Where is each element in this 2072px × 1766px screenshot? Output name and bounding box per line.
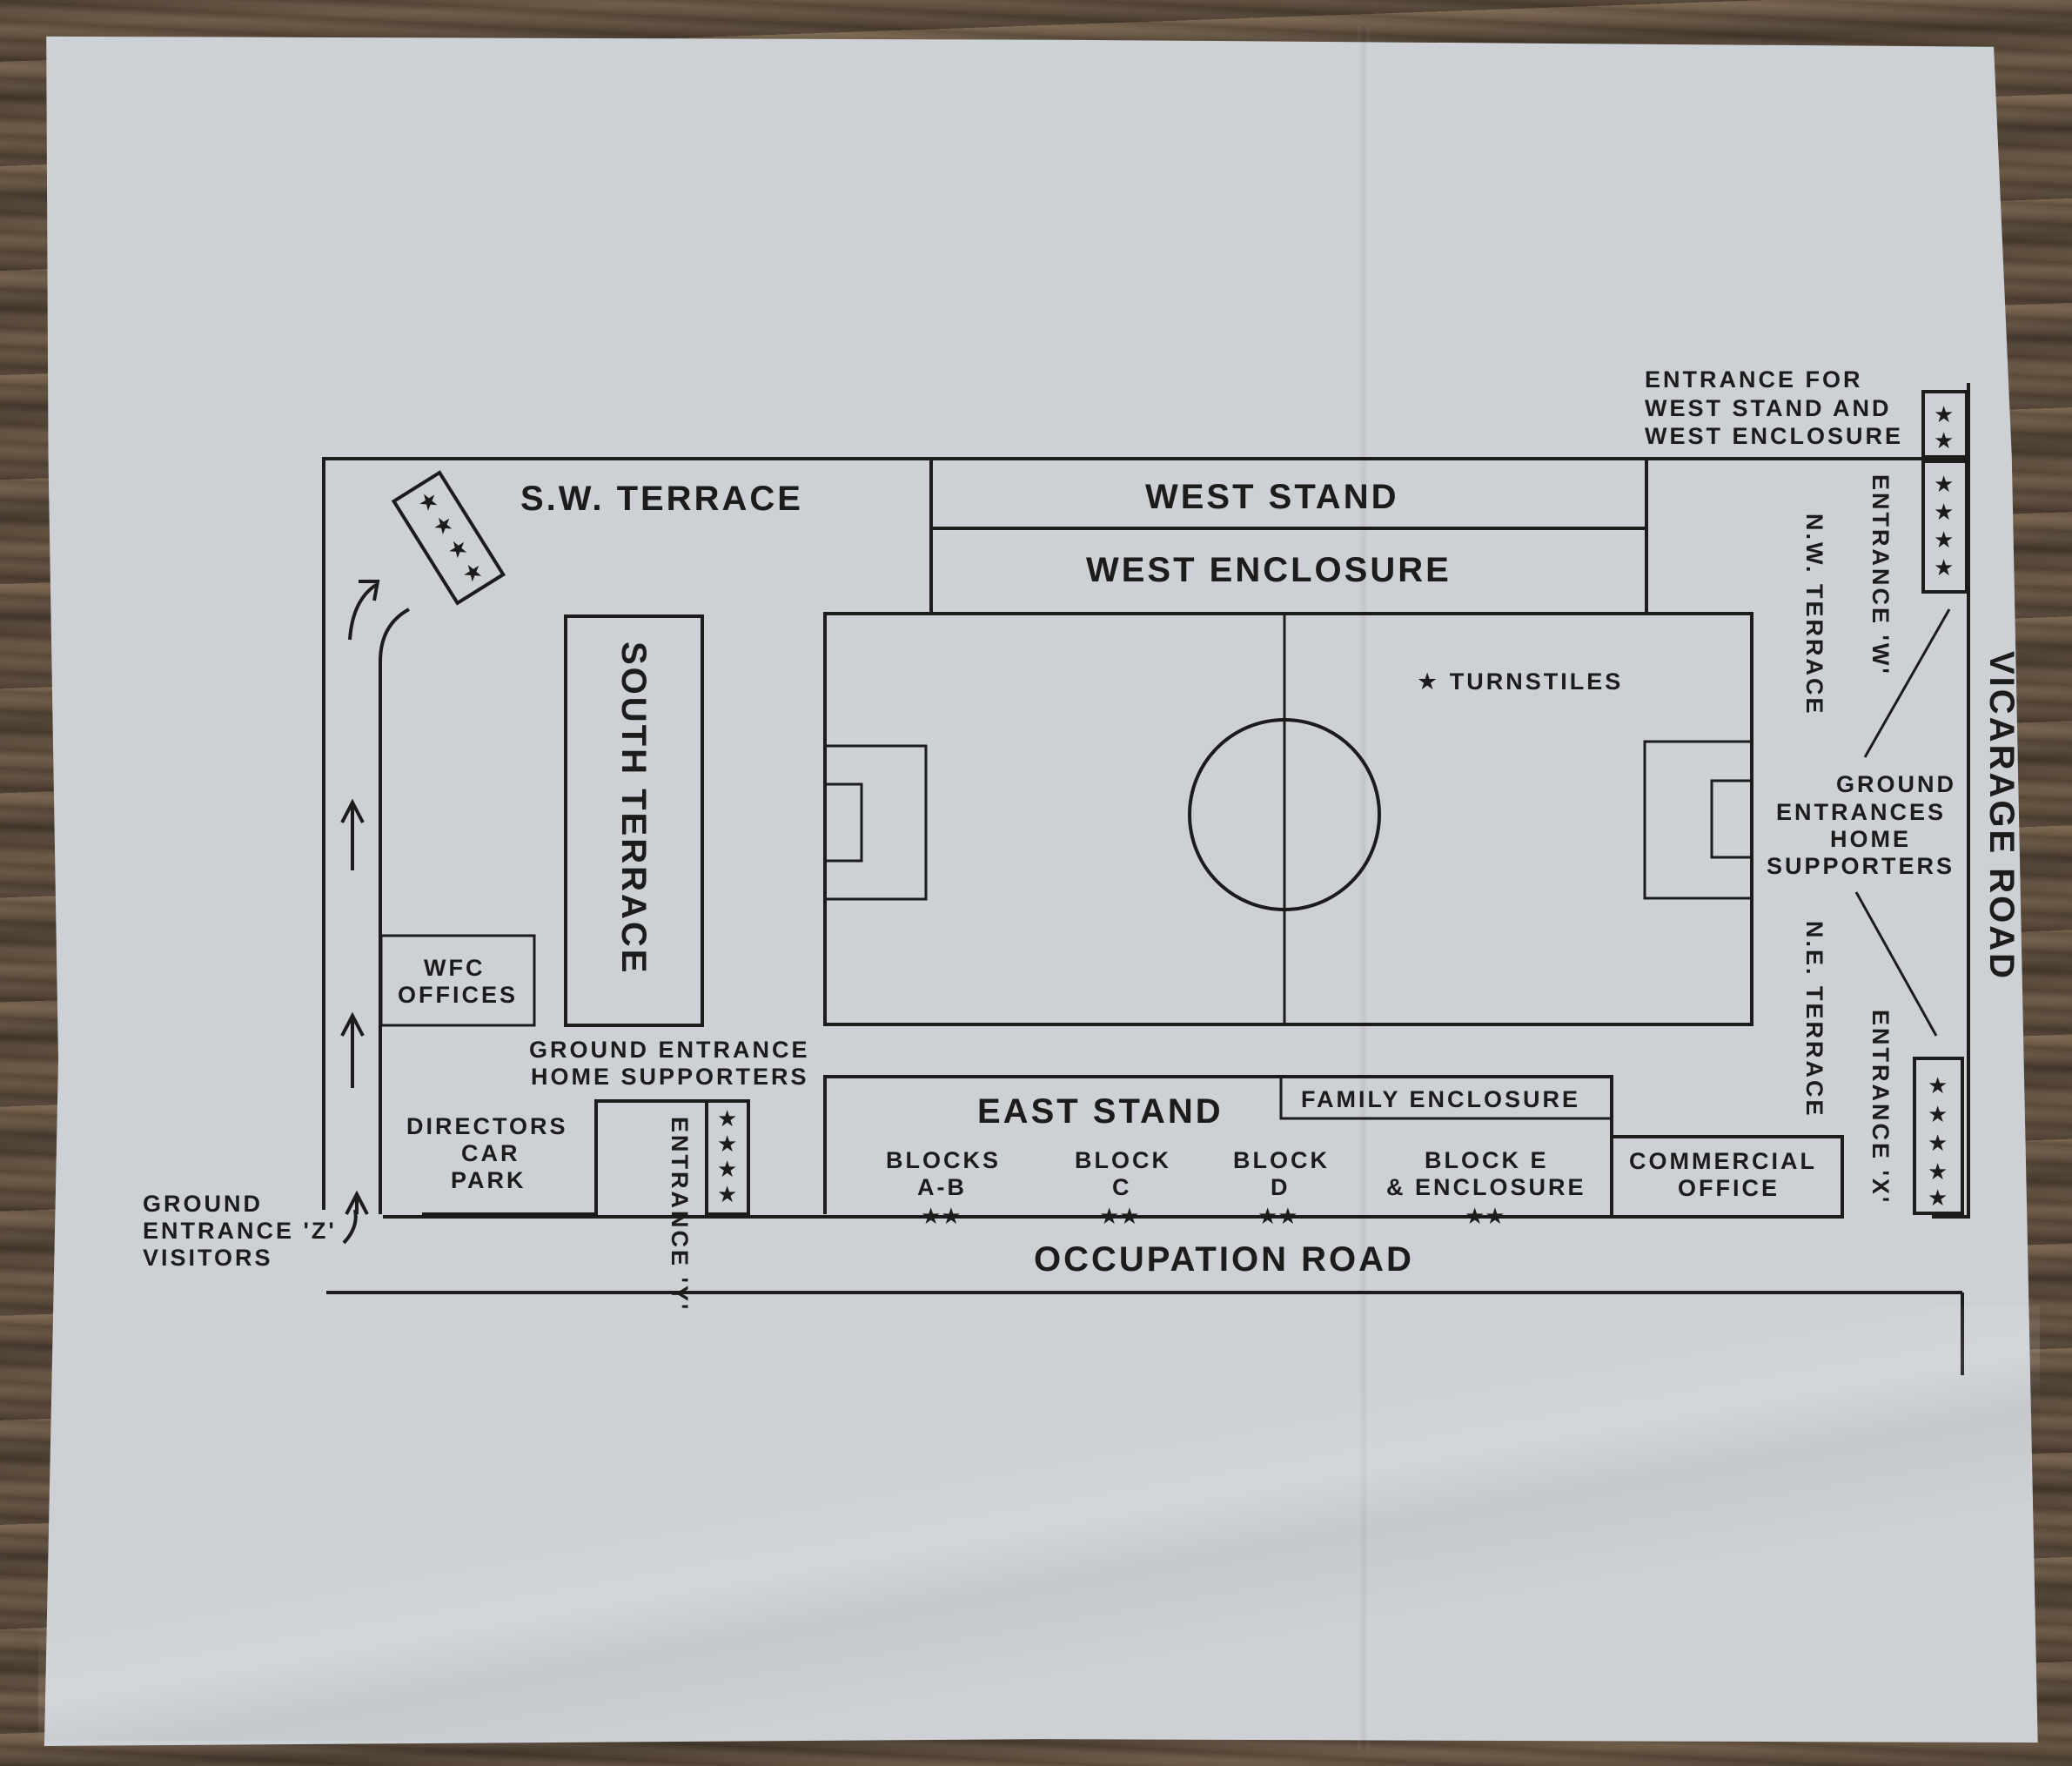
svg-text:★: ★	[1928, 1131, 1948, 1157]
block-d-label-2: D	[1271, 1174, 1291, 1200]
commercial-office-box	[1610, 1135, 1844, 1219]
block-e-label-1: BLOCK E	[1425, 1147, 1549, 1173]
home-entrances-label-4: SUPPORTERS	[1767, 853, 1955, 879]
ground-entrance-z-label-3: VISITORS	[143, 1245, 273, 1271]
turnstile-stars: ★ ★ ★ ★ ★ ★ ★ ★ ★ ★ ★ ★ ★ ★ ★ ★★ ★★ ★★ ★…	[717, 402, 1954, 1230]
arrow-icon	[340, 1011, 365, 1088]
ne-terrace-label: N.E. TERRACE	[1801, 921, 1827, 1118]
penalty-area-right	[1643, 740, 1753, 900]
svg-text:★: ★	[1928, 1185, 1948, 1212]
entrance-y-turnstiles	[705, 1099, 750, 1216]
penalty-area-left	[823, 744, 928, 901]
sw-turnstiles-box: ★ ★ ★ ★	[391, 470, 506, 606]
block-d-label-1: BLOCK	[1233, 1147, 1330, 1173]
svg-text:★: ★	[1928, 1073, 1948, 1099]
family-enclosure-label: FAMILY ENCLOSURE	[1301, 1086, 1580, 1112]
blocks-ab-label-1: BLOCKS	[886, 1147, 1001, 1173]
svg-text:★: ★	[1934, 555, 1954, 581]
turnstiles-legend: ★ TURNSTILES	[1417, 668, 1623, 695]
east-stand-label: EAST STAND	[977, 1092, 1224, 1131]
goal-area-left	[823, 782, 863, 863]
nw-terrace-label: N.W. TERRACE	[1801, 514, 1827, 716]
svg-text:★: ★	[1928, 1102, 1948, 1128]
west-entrance-label-3: WEST ENCLOSURE	[1645, 423, 1903, 449]
svg-text:★★: ★★	[1099, 1204, 1140, 1230]
west-enclosure-label: WEST ENCLOSURE	[1086, 551, 1452, 589]
wfc-offices-label-2: OFFICES	[398, 982, 518, 1008]
occupation-road-label: OCCUPATION ROAD	[1034, 1240, 1414, 1279]
svg-text:★: ★	[717, 1182, 737, 1208]
curved-arrow-icon	[348, 580, 380, 641]
entrance-x-turnstiles	[1913, 1057, 1964, 1215]
block-e-label-2: & ENCLOSURE	[1386, 1174, 1586, 1200]
directors-car-park-label-3: PARK	[451, 1167, 526, 1193]
home-entrances-label-2: ENTRANCES	[1776, 799, 1946, 825]
south-terrace-box	[564, 614, 704, 1027]
arrow-icon	[340, 798, 365, 870]
blocks-ab-label-2: A-B	[917, 1174, 967, 1200]
ticket-paper	[44, 36, 2038, 1747]
ground-entrance-z-label-1: GROUND	[143, 1191, 263, 1217]
home-entrances-label-1: GROUND	[1836, 771, 1956, 797]
svg-text:★: ★	[717, 1157, 737, 1183]
leader-line-x	[1854, 891, 1938, 1037]
west-entrance-label-2: WEST STAND AND	[1645, 395, 1891, 421]
svg-text:★: ★	[1928, 1159, 1948, 1185]
svg-text:★★: ★★	[1257, 1204, 1298, 1230]
west-stand-label: WEST STAND	[1145, 478, 1398, 516]
curved-arrow-icon	[342, 1209, 358, 1245]
directors-car-park-label-2: CAR	[461, 1140, 520, 1166]
svg-text:★: ★	[1934, 500, 1954, 526]
south-terrace-label: SOUTH TERRACE	[614, 641, 653, 975]
sw-terrace-label: S.W. TERRACE	[520, 480, 803, 518]
entrance-x-label: ENTRANCE 'X'	[1867, 1010, 1894, 1205]
ground-entrance-home-label-2: HOME SUPPORTERS	[531, 1064, 809, 1090]
goal-area-right	[1710, 779, 1753, 859]
home-entrances-label-3: HOME	[1830, 826, 1911, 852]
leader-line-w	[1863, 608, 1951, 758]
svg-text:★: ★	[1934, 402, 1954, 428]
vicarage-road-label: VICARAGE ROAD	[1982, 651, 2021, 981]
svg-text:★★: ★★	[1465, 1204, 1505, 1230]
west-stand-entrance-turnstiles	[1921, 390, 1968, 459]
ground-entrance-z-label-2: ENTRANCE 'Z'	[143, 1218, 337, 1244]
family-enclosure-box	[1279, 1075, 1613, 1120]
directors-car-park-label-1: DIRECTORS	[406, 1113, 568, 1139]
commercial-office-label-2: OFFICE	[1678, 1175, 1780, 1201]
svg-text:★: ★	[1934, 527, 1954, 554]
svg-text:★: ★	[717, 1106, 737, 1132]
entrance-y-label: ENTRANCE 'Y'	[667, 1117, 693, 1312]
entrance-w-turnstiles	[1921, 460, 1968, 594]
block-c-label-1: BLOCK	[1075, 1147, 1171, 1173]
commercial-office-label-1: COMMERCIAL	[1629, 1148, 1817, 1174]
block-c-label-2: C	[1112, 1174, 1132, 1200]
west-entrance-label-1: ENTRANCE FOR	[1645, 366, 1863, 393]
centre-circle	[1188, 718, 1381, 911]
svg-text:★: ★	[717, 1131, 737, 1158]
svg-text:★: ★	[1934, 472, 1954, 498]
svg-text:★★: ★★	[921, 1204, 962, 1230]
driveway-line	[379, 608, 410, 1214]
entrance-w-label: ENTRANCE 'W'	[1867, 474, 1894, 676]
svg-text:★: ★	[1934, 428, 1954, 454]
wfc-offices-label-1: WFC	[424, 955, 485, 981]
ground-entrance-home-label-1: GROUND ENTRANCE	[529, 1037, 810, 1063]
